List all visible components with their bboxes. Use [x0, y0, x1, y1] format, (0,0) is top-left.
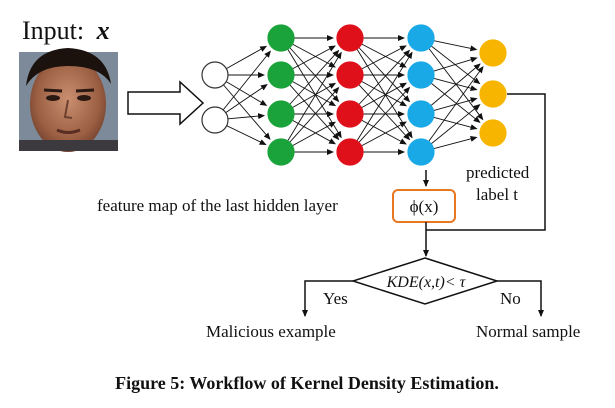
network-edge — [223, 84, 271, 140]
network-edge — [430, 104, 481, 145]
network-node-layer4-4 — [407, 138, 435, 166]
network-edge — [292, 43, 336, 68]
network-node-layer2-4 — [267, 138, 295, 166]
feature-map-label: feature map of the last hidden layer — [97, 196, 338, 215]
network-edge — [225, 81, 268, 106]
network-edge — [361, 121, 407, 147]
decision-diamond — [350, 257, 500, 305]
face-photo — [19, 48, 118, 152]
network-edge — [433, 116, 478, 131]
network-nodes — [201, 24, 507, 166]
outcome-normal: Normal sample — [476, 322, 580, 341]
network-edge — [361, 82, 407, 109]
network-edge — [361, 45, 407, 70]
network-edge — [292, 119, 336, 145]
network-node-layer1-1 — [201, 61, 229, 89]
input-arrow — [127, 80, 205, 126]
network-edge — [289, 86, 340, 143]
network-edge — [292, 45, 336, 70]
network-node-layer4-1 — [407, 24, 435, 52]
network-edge — [433, 40, 478, 52]
network-edge — [289, 47, 340, 103]
network-edge — [289, 49, 340, 105]
network-node-layer3-3 — [336, 100, 364, 128]
network-node-layer1-2 — [201, 106, 229, 134]
network-edge — [428, 65, 484, 142]
network-node-layer2-2 — [267, 61, 295, 89]
network-edge — [433, 135, 478, 150]
network-edge — [361, 80, 407, 107]
network-edge — [433, 77, 478, 92]
predicted-label-line1: predicted — [466, 163, 530, 182]
network-edge — [358, 86, 411, 143]
network-node-layer3-1 — [336, 24, 364, 52]
network-node-layer5-2 — [479, 80, 507, 108]
network-node-layer3-4 — [336, 138, 364, 166]
predicted-label-line2: label t — [476, 185, 518, 204]
network-node-layer2-3 — [267, 100, 295, 128]
network-edge — [292, 121, 336, 147]
network-edge — [227, 113, 266, 120]
network-node-layer5-3 — [479, 119, 507, 147]
network-edge — [358, 84, 411, 141]
network-edge — [358, 49, 411, 105]
yes-label: Yes — [323, 289, 348, 308]
no-branch-arrow — [497, 280, 544, 317]
network-edges — [222, 35, 484, 155]
network-edge — [292, 81, 337, 107]
prediction-connector — [426, 93, 546, 231]
network-edge — [289, 84, 340, 141]
network-node-layer4-3 — [407, 100, 435, 128]
phi-box — [392, 189, 456, 223]
outcome-malicious: Malicious example — [206, 322, 336, 341]
network-node-layer5-1 — [479, 39, 507, 67]
phi-label: ϕ(x) — [410, 197, 439, 216]
network-node-layer2-1 — [267, 24, 295, 52]
decision-condition: KDE(x,t)< τ — [386, 274, 467, 291]
network-node-layer4-2 — [407, 61, 435, 89]
no-label: No — [500, 289, 521, 308]
input-symbol: x — [96, 16, 110, 45]
network-edge — [356, 51, 413, 142]
figure-caption: Figure 5: Workflow of Kernel Density Est… — [115, 373, 499, 393]
network-edge — [287, 51, 342, 142]
network-edge — [361, 43, 407, 68]
yes-branch-arrow — [302, 280, 353, 317]
network-edge — [226, 45, 268, 70]
network-edge — [430, 63, 481, 106]
network-edge — [361, 119, 407, 145]
network-edge — [222, 50, 271, 111]
network-node-layer3-2 — [336, 61, 364, 89]
network-edge — [292, 82, 337, 108]
network-edge — [430, 82, 481, 123]
network-edge — [225, 84, 268, 114]
input-label: Input: x — [22, 16, 110, 45]
network-edge — [358, 47, 411, 103]
network-edge — [433, 56, 478, 72]
network-edge — [226, 125, 267, 146]
